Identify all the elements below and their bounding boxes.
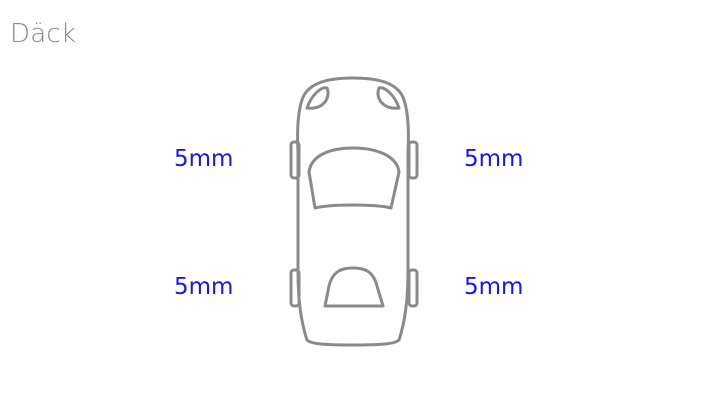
headlight-right [376,86,401,110]
rear-window [323,266,385,308]
wheel-rear-left [289,268,301,308]
car-body-outline [296,76,410,347]
windshield [307,146,401,210]
headlight-left [305,86,330,110]
tire-rear-left-depth: 5mm [174,274,234,300]
wheel-front-left [289,140,301,180]
wheel-front-right [407,140,419,180]
tire-front-left-depth: 5mm [174,146,234,172]
car-top-view-icon [289,76,419,347]
tire-front-right-depth: 5mm [464,146,524,172]
page-title: Däck [10,19,77,49]
wheel-rear-right [407,268,419,308]
tire-rear-right-depth: 5mm [464,274,524,300]
